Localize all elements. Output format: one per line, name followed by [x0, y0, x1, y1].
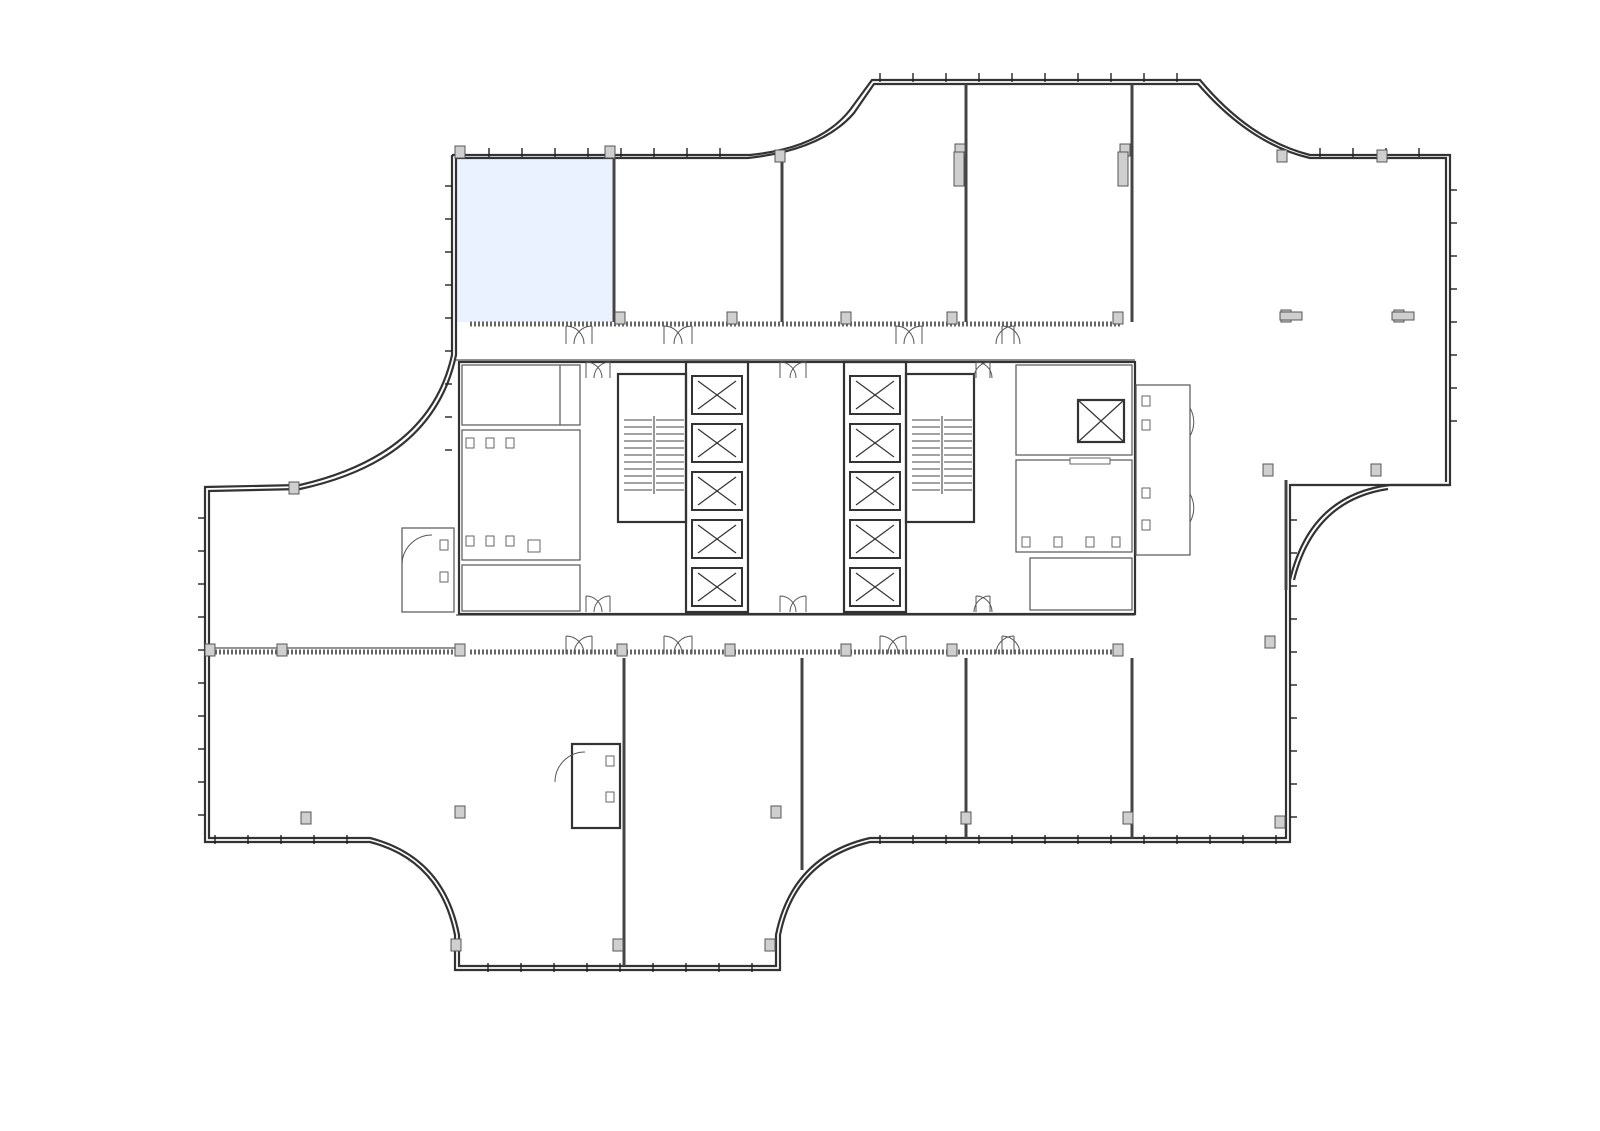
office-partitions-bottom — [622, 480, 1288, 966]
elevator-shafts — [691, 375, 901, 607]
column-icon — [604, 145, 616, 159]
column-icon — [616, 643, 628, 657]
outer-envelope — [203, 78, 1452, 972]
door-swing-icon — [973, 595, 991, 613]
door-swing-icon — [887, 635, 907, 655]
column-icon — [1117, 151, 1129, 187]
door-swing-icon — [973, 361, 991, 379]
column-icon — [764, 938, 776, 952]
door-swing-icon — [995, 635, 1015, 655]
toilet-icon — [465, 437, 475, 449]
column-icon — [953, 151, 965, 187]
column-icon — [840, 311, 852, 325]
column-icon — [1262, 463, 1274, 477]
column-icon — [300, 811, 312, 825]
door-swing-icon — [903, 325, 923, 345]
column-icon — [1376, 149, 1388, 163]
elevator-cross — [855, 572, 895, 602]
column-icon — [614, 311, 626, 325]
sink-counter — [1069, 457, 1111, 465]
wc-pod-right — [1135, 384, 1195, 556]
column-icon — [454, 145, 466, 159]
door-swing-icon — [673, 325, 693, 345]
elevator-cross — [697, 428, 737, 458]
column-icon — [1391, 311, 1415, 321]
door-swing-icon — [663, 325, 683, 345]
toilet-icon — [465, 535, 475, 547]
sink-icon — [527, 539, 541, 553]
column-icon — [450, 938, 462, 952]
column-icon — [770, 805, 782, 819]
restroom-fixtures — [465, 437, 1121, 553]
door-swing-icon — [593, 361, 611, 379]
column-icon — [946, 311, 958, 325]
structural-columns — [204, 143, 1415, 952]
elevator-cross — [855, 476, 895, 506]
elevator-cross — [855, 428, 895, 458]
column-icon — [774, 149, 786, 163]
elevator-cross — [855, 380, 895, 410]
stair-treads — [624, 416, 972, 494]
column-icon — [454, 805, 466, 819]
door-swing-icon — [995, 325, 1015, 345]
door-swing-icon — [1001, 325, 1021, 345]
stair-right — [904, 372, 976, 524]
column-icon — [1276, 149, 1288, 163]
toilet-icon — [485, 437, 495, 449]
toilet-icon — [485, 535, 495, 547]
window-mullions — [198, 73, 1457, 972]
column-icon — [946, 643, 958, 657]
column-icon — [1122, 811, 1134, 825]
door-swing-icon — [1001, 635, 1021, 655]
column-icon — [288, 481, 300, 495]
column-icon — [204, 643, 216, 657]
door-swing-icon — [673, 635, 693, 655]
toilet-icon — [505, 437, 515, 449]
elevator-cross — [697, 572, 737, 602]
wc-pod-bottom — [554, 742, 622, 830]
column-icon — [1112, 643, 1124, 657]
door-swing-icon — [789, 595, 807, 613]
door-swing-icon — [565, 325, 585, 345]
column-icon — [612, 938, 624, 952]
door-swing-icon — [573, 325, 593, 345]
door-swing-icon — [585, 361, 603, 379]
building-core — [457, 360, 1137, 616]
door-swing-icon — [779, 595, 797, 613]
column-icon — [454, 643, 466, 657]
column-icon — [840, 643, 852, 657]
column-icon — [1279, 311, 1303, 321]
column-icon — [1112, 311, 1124, 325]
toilet-icon — [1085, 536, 1095, 548]
door-swing-icon — [895, 325, 915, 345]
elevator-cross — [697, 380, 737, 410]
room-highlight-top-left-office[interactable] — [456, 158, 612, 322]
door-swings — [565, 325, 1021, 655]
toilet-icon — [1021, 536, 1031, 548]
door-swing-icon — [779, 361, 797, 379]
door-swing-icon — [789, 361, 807, 379]
toilet-icon — [505, 535, 515, 547]
elevator-cross — [697, 524, 737, 554]
column-icon — [1274, 815, 1286, 829]
column-icon — [960, 811, 972, 825]
column-icon — [1370, 463, 1382, 477]
column-icon — [724, 643, 736, 657]
wc-pod-left — [401, 527, 455, 613]
elevator-cross — [697, 476, 737, 506]
door-swing-icon — [573, 635, 593, 655]
toilet-icon — [1111, 536, 1121, 548]
column-icon — [276, 643, 288, 657]
office-partitions-top — [612, 84, 1134, 322]
column-icon — [726, 311, 738, 325]
door-swing-icon — [593, 595, 611, 613]
door-swing-icon — [663, 635, 683, 655]
door-swing-icon — [585, 595, 603, 613]
elevator-cross — [855, 524, 895, 554]
column-icon — [1264, 635, 1276, 649]
toilet-icon — [1053, 536, 1063, 548]
